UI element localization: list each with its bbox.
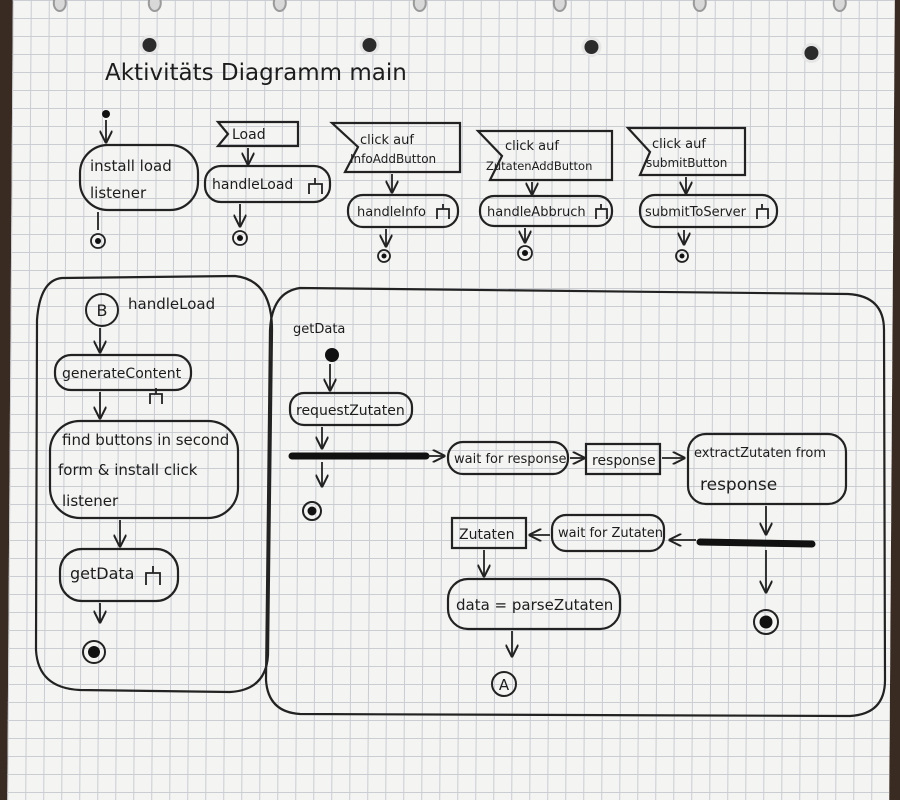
action-find-buttons	[48, 419, 240, 520]
fork-bar	[696, 538, 816, 548]
action-label: find buttons in second	[62, 431, 229, 449]
call-behavior-icon	[308, 178, 323, 194]
action-label: response	[700, 475, 777, 495]
call-behavior-icon	[436, 204, 450, 219]
call-behavior-icon	[595, 204, 608, 219]
object-label: response	[592, 453, 656, 469]
final-node	[753, 609, 779, 635]
event-label: Load	[232, 127, 266, 143]
final-node	[90, 233, 106, 249]
call-behavior-icon	[149, 388, 163, 404]
action-wait-for-response	[446, 440, 570, 476]
event-label: ZutatenAddButton	[486, 159, 592, 173]
object-label: Zutaten	[459, 527, 515, 543]
action-label: install load	[90, 157, 172, 175]
panel-handle-load	[34, 274, 274, 694]
action-handle-info	[346, 193, 460, 229]
action-handle-abbruch	[478, 194, 614, 228]
panel-get-data	[264, 286, 887, 718]
action-parse-zutaten	[446, 577, 622, 631]
initial-node	[102, 110, 110, 118]
final-node	[232, 230, 248, 246]
action-label: submitToServer	[645, 205, 747, 220]
initial-node	[325, 348, 339, 362]
action-label: wait for Zutaten	[558, 526, 663, 541]
panel-title: getData	[293, 322, 345, 337]
connector-a	[491, 671, 517, 697]
object-response	[584, 442, 662, 476]
action-request-zutaten	[288, 391, 414, 427]
diagram-title: Aktivitäts Diagramm main	[105, 60, 407, 86]
call-behavior-icon	[145, 566, 161, 585]
action-wait-for-zutaten	[550, 513, 666, 553]
action-label: form & install click	[58, 461, 198, 479]
final-node	[82, 640, 106, 664]
connector-label: B	[97, 301, 108, 320]
action-label: requestZutaten	[296, 403, 405, 419]
action-label: listener	[62, 492, 119, 510]
action-label: extractZutaten from	[694, 446, 826, 461]
action-label: generateContent	[62, 366, 182, 382]
call-behavior-icon	[756, 204, 769, 219]
action-label: wait for response	[454, 452, 567, 467]
event-label: InfoAddButton	[350, 152, 436, 166]
signal-event-info-add	[329, 121, 462, 174]
action-label: handleAbbruch	[487, 205, 586, 220]
final-node	[302, 501, 322, 521]
action-label: listener	[90, 184, 147, 202]
panel-title: handleLoad	[128, 295, 215, 313]
action-submit-to-server	[638, 193, 779, 229]
action-label: handleInfo	[357, 205, 426, 220]
signal-event-load	[215, 120, 300, 148]
action-label: handleLoad	[212, 177, 293, 193]
action-generate-content	[53, 353, 193, 392]
action-label: getData	[70, 564, 134, 583]
connector-b	[85, 293, 119, 327]
final-node	[675, 249, 689, 263]
action-get-data	[58, 547, 180, 603]
event-label: submitButton	[646, 156, 727, 170]
event-label: click auf	[360, 133, 414, 148]
action-handle-load	[203, 164, 332, 204]
object-zutaten	[450, 516, 528, 550]
signal-event-submit	[625, 126, 747, 177]
action-extract-zutaten	[686, 432, 848, 506]
final-node	[517, 245, 533, 261]
event-label: click auf	[652, 137, 706, 152]
event-label: click auf	[505, 139, 559, 154]
action-label: data = parseZutaten	[456, 596, 613, 614]
connector-label: A	[499, 676, 510, 694]
action-install-load-listener	[78, 143, 200, 212]
final-node	[377, 249, 391, 263]
signal-event-zutaten-add	[475, 129, 614, 182]
